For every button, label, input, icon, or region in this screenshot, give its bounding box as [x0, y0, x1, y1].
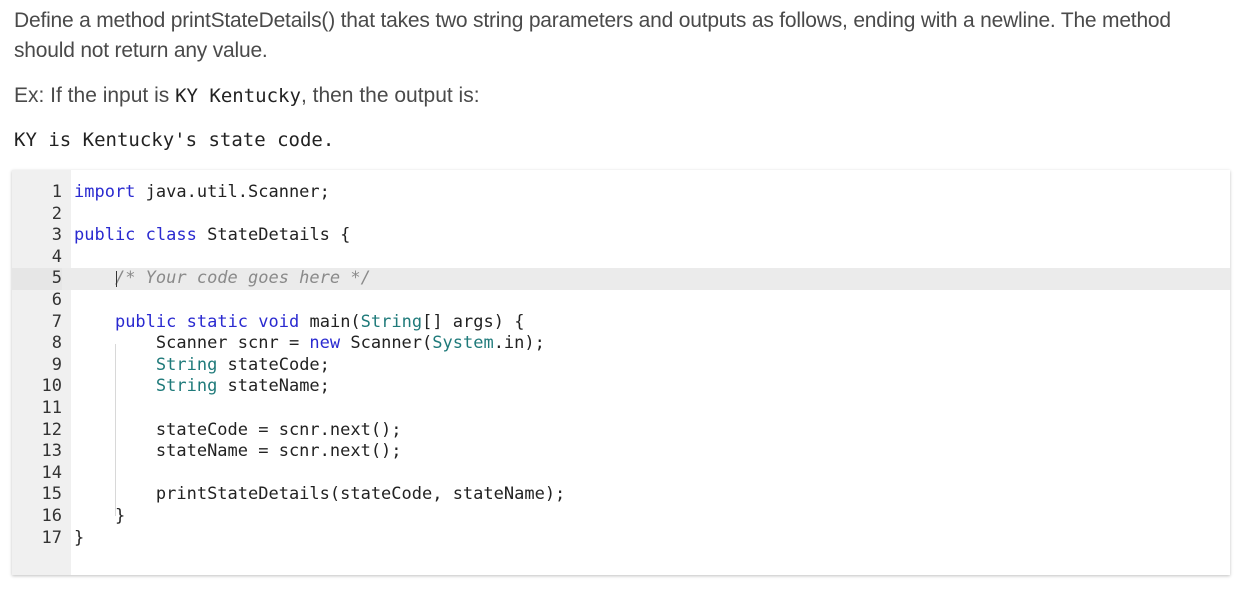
code-text: [] args) {	[422, 311, 525, 332]
line-number: 17	[41, 527, 62, 548]
line-number: 3	[51, 225, 62, 246]
type-name: System	[432, 333, 494, 354]
code-comment: /* Your code goes here */	[114, 268, 371, 289]
code-text: }	[74, 527, 85, 548]
line-number: 9	[51, 354, 62, 375]
line-number-gutter	[12, 170, 71, 575]
code-text: }	[114, 505, 126, 526]
code-text: stateName = scnr.next();	[155, 441, 402, 462]
line-text: stateCode = scnr.next();	[74, 420, 402, 442]
line-number: 1	[51, 182, 62, 202]
line-text: public class StateDetails {	[74, 225, 350, 247]
code-line-8[interactable]: 8 Scanner scnr = new Scanner(System.in);	[12, 333, 1230, 355]
code-text: java.util.Scanner;	[135, 182, 330, 202]
line-number: 4	[51, 246, 62, 267]
keyword: import	[74, 182, 136, 202]
line-number: 5	[12, 268, 62, 290]
code-line-15[interactable]: 15 printStateDetails(stateCode, stateNam…	[12, 484, 1230, 506]
code-text: stateCode = scnr.next();	[155, 419, 402, 440]
type-name: String	[360, 311, 423, 332]
line-text: String stateName;	[74, 376, 330, 398]
line-number: 16	[41, 505, 62, 526]
line-number: 6	[51, 289, 62, 310]
code-editor[interactable]: 1 import java.util.Scanner; 2 3 public c…	[12, 170, 1230, 575]
expected-output: KY is Kentucky's state code.	[14, 129, 335, 151]
code-line-5-active[interactable]: 5 /* Your code goes here */	[12, 268, 1230, 290]
code-line-7[interactable]: 7 public static void main(String[] args)…	[12, 312, 1230, 334]
example-suffix: , then the output is:	[300, 84, 480, 107]
keyword: static	[186, 311, 249, 332]
line-number: 7	[51, 311, 62, 332]
code-line-12[interactable]: 12 stateCode = scnr.next();	[12, 420, 1230, 442]
keyword: new	[309, 333, 341, 354]
line-text: /* Your code goes here */	[74, 268, 371, 290]
type-name: String	[155, 376, 218, 397]
line-text: stateName = scnr.next();	[74, 441, 402, 463]
example-prefix: Ex: If the input is	[14, 84, 176, 107]
code-line-16[interactable]: 16 }	[12, 506, 1230, 528]
example-description: Ex: If the input is KY Kentucky, then th…	[14, 81, 480, 111]
keyword: void	[258, 311, 300, 332]
line-number: 15	[41, 484, 62, 505]
code-text: main(	[299, 311, 361, 332]
code-text: Scanner(	[340, 333, 433, 354]
line-number: 12	[41, 419, 62, 440]
keyword: class	[145, 225, 197, 246]
code-text: Scanner scnr =	[155, 333, 310, 354]
code-line-3[interactable]: 3 public class StateDetails {	[12, 225, 1230, 247]
line-number: 14	[41, 462, 62, 483]
problem-statement: Define a method printStateDetails() that…	[14, 9, 1171, 62]
code-line-2[interactable]: 2	[12, 204, 1230, 226]
line-number: 10	[41, 376, 62, 397]
line-text: }	[74, 506, 125, 528]
code-text: printStateDetails(stateCode, stateName);	[155, 484, 566, 505]
code-text: stateName;	[217, 376, 330, 397]
line-text: String stateCode;	[74, 355, 330, 377]
line-text: import java.util.Scanner;	[74, 182, 330, 204]
problem-description: Define a method printStateDetails() that…	[14, 6, 1234, 66]
code-area[interactable]: 1 import java.util.Scanner; 2 3 public c…	[12, 182, 1230, 549]
keyword: public	[74, 225, 136, 246]
code-line-9[interactable]: 9 String stateCode;	[12, 355, 1230, 377]
code-line-14[interactable]: 14	[12, 463, 1230, 485]
code-line-4[interactable]: 4	[12, 247, 1230, 269]
line-text: Scanner scnr = new Scanner(System.in);	[74, 333, 545, 355]
text-cursor	[116, 271, 117, 288]
example-input-code: KY Kentucky	[175, 85, 301, 107]
line-number: 2	[51, 203, 62, 224]
line-text: public static void main(String[] args) {	[74, 311, 525, 334]
code-text: stateCode;	[217, 354, 330, 375]
indent-guide-method-body	[115, 344, 116, 516]
code-line-10[interactable]: 10 String stateName;	[12, 376, 1230, 398]
type-name: String	[155, 354, 218, 375]
line-number: 13	[41, 441, 62, 462]
line-text: printStateDetails(stateCode, stateName);	[74, 484, 565, 506]
code-text: StateDetails {	[196, 225, 351, 246]
code-line-17[interactable]: 17 }	[12, 528, 1230, 550]
line-number: 11	[41, 397, 62, 418]
line-text: }	[74, 528, 84, 550]
code-line-6[interactable]: 6	[12, 290, 1230, 312]
keyword: public	[114, 311, 177, 332]
code-line-1[interactable]: 1 import java.util.Scanner;	[12, 182, 1230, 204]
code-line-11[interactable]: 11	[12, 398, 1230, 420]
line-number: 8	[51, 333, 62, 354]
code-text: .in);	[493, 333, 545, 354]
code-line-13[interactable]: 13 stateName = scnr.next();	[12, 441, 1230, 463]
